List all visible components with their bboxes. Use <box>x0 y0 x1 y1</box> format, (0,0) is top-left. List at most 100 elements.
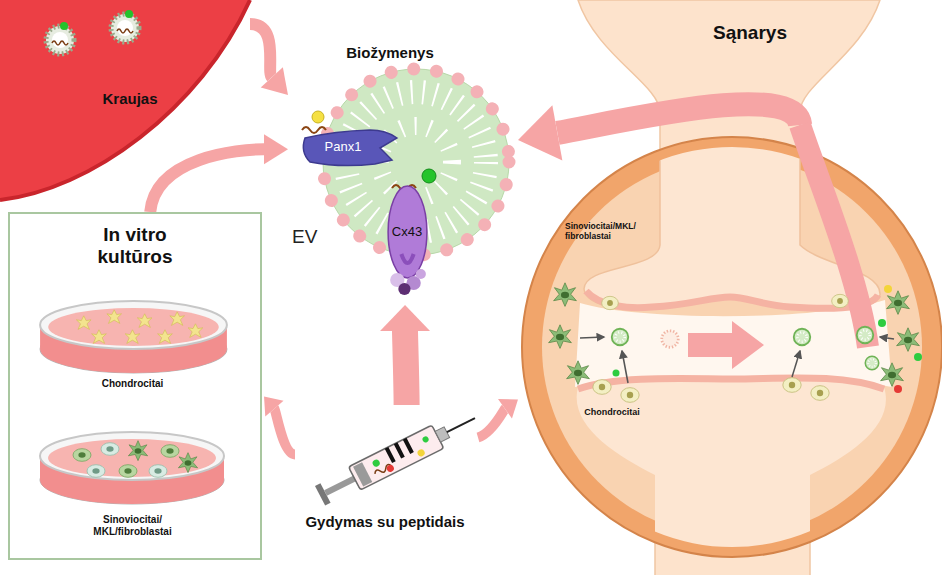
syringe-part-part <box>324 476 356 496</box>
joint-illustration-part <box>549 325 572 349</box>
joint-illustration-part <box>857 327 874 344</box>
syringe-part-part <box>348 425 443 490</box>
petri-dish-part <box>40 301 227 349</box>
connexin-channel <box>383 182 432 297</box>
joint-illustration-part <box>800 125 868 347</box>
petri-dish-part <box>128 441 147 461</box>
joint-illustration-part <box>575 115 892 575</box>
petri-dish-part <box>188 324 203 338</box>
syringe-node: Gydymas su peptidais <box>295 405 478 535</box>
petri-dish-part <box>158 330 173 344</box>
syringe-part-part <box>435 427 450 442</box>
arrow-shaft <box>274 409 295 455</box>
joint-illustration-part <box>794 329 811 346</box>
blood-vessel-part <box>0 0 250 200</box>
protein-shape: Cx43 <box>383 182 432 297</box>
joint-illustration-part <box>832 294 849 307</box>
node-text-slot: Cx43 <box>385 225 429 240</box>
arrow-head <box>498 399 518 419</box>
arrow-shaft <box>250 24 272 77</box>
arrow-head <box>518 105 562 160</box>
syringe-part-part <box>353 462 372 486</box>
petri-dish-part <box>161 445 179 458</box>
arrow-shaft <box>478 409 505 438</box>
flow-arrow <box>264 396 295 454</box>
joint-illustration <box>520 125 942 575</box>
node-text-slot: Gydymas su peptidais <box>295 513 475 530</box>
node-text-slot: Chondrocitai <box>35 378 230 390</box>
node-text: Sinoviocitai/ MKL/fibroblastai <box>91 514 174 537</box>
dish-node: Sinoviocitai/ MKL/fibroblastai <box>35 410 230 550</box>
joint-illustration-part <box>602 296 619 309</box>
petri-dish-part <box>125 330 140 344</box>
joint-illustration-part <box>621 388 639 403</box>
petri-dish-part <box>48 439 216 477</box>
group-box: Chondrocitai Sinoviocitai/ MKL/fibroblas… <box>8 212 262 560</box>
node-text: Panx1 <box>316 140 370 155</box>
joint-illustration-part <box>622 351 628 383</box>
petri-dish-part <box>48 308 219 346</box>
dish-node: Chondrocitai <box>35 285 233 397</box>
node-text-slot: Kraujas <box>88 90 172 107</box>
joint-illustration-part-part <box>577 376 886 575</box>
arrow-shaft <box>150 149 264 212</box>
petri-dish-part <box>137 314 152 328</box>
arrow-head <box>261 67 288 95</box>
label-text-slot: Sinoviocitai/MKL/ fibroblastai <box>565 222 645 242</box>
node-text-slot: EV <box>292 226 326 248</box>
petri-dish-part <box>40 432 224 480</box>
node-text: Biožymenys <box>320 44 460 61</box>
arrow-head <box>264 396 284 416</box>
joint-illustration-part <box>613 370 620 377</box>
joint-node: SąnarysSinoviocitai/MKL/ fibroblastaiCho… <box>520 125 942 575</box>
flow-arrow <box>250 24 288 95</box>
petri-dish-part <box>87 465 105 478</box>
joint-illustration-part <box>688 321 764 369</box>
culture-panel-part <box>9 213 261 559</box>
petri-dish-part <box>73 449 91 462</box>
syringe-part-part <box>416 448 426 457</box>
joint-illustration-part <box>612 329 629 346</box>
joint-illustration-part <box>811 386 829 401</box>
joint-illustration-part <box>880 337 894 339</box>
joint-illustration-part <box>662 331 679 348</box>
joint-illustration-part-part <box>575 300 892 387</box>
joint-illustration-part <box>878 319 886 327</box>
node-text-slot: In vitro kultūros <box>70 224 200 268</box>
petri-dish-part <box>92 330 107 344</box>
joint-illustration-part <box>554 283 577 307</box>
node-text: Chondrocitai <box>35 378 230 390</box>
joint-illustration-part <box>865 356 879 370</box>
syringe-part-part <box>421 435 429 443</box>
blood-vessel-part <box>111 10 139 42</box>
node-text: Sąnarys <box>695 22 805 44</box>
syringe-part-part <box>386 464 396 473</box>
node-text: Kraujas <box>88 90 172 107</box>
node-text: Gydymas su peptidais <box>295 513 475 530</box>
arrow-shaft <box>405 331 407 405</box>
joint-illustration-part <box>881 363 904 387</box>
node-text-slot: Biožymenys <box>320 44 460 61</box>
blood-vessel-part <box>0 0 250 200</box>
petri-dish-part <box>119 465 137 478</box>
joint-illustration-part-part <box>586 291 878 308</box>
joint-illustration-part <box>884 285 892 293</box>
vesicle-node: Panx1 Cx43 BiožymenysEV <box>290 38 516 303</box>
vesicle-part <box>302 127 326 133</box>
joint-illustration-part <box>894 385 902 393</box>
connexin-channel-part <box>401 254 413 263</box>
node-text-slot: Sąnarys <box>695 22 805 44</box>
node-text: Cx43 <box>385 225 429 240</box>
node-text-slot: Panx1 <box>316 140 370 155</box>
vesicle-part <box>312 111 324 123</box>
joint-illustration-part <box>792 351 800 377</box>
joint-illustration-part <box>567 361 590 385</box>
petri-dish-part <box>107 310 122 324</box>
petri-dish-part <box>101 443 119 456</box>
arrow-shaft <box>557 104 800 133</box>
label-text: Sinoviocitai/MKL/ fibroblastai <box>565 222 645 242</box>
label-text: Chondrocitai <box>572 407 652 417</box>
syringe-part-part <box>387 439 413 462</box>
flow-arrow <box>150 134 288 212</box>
